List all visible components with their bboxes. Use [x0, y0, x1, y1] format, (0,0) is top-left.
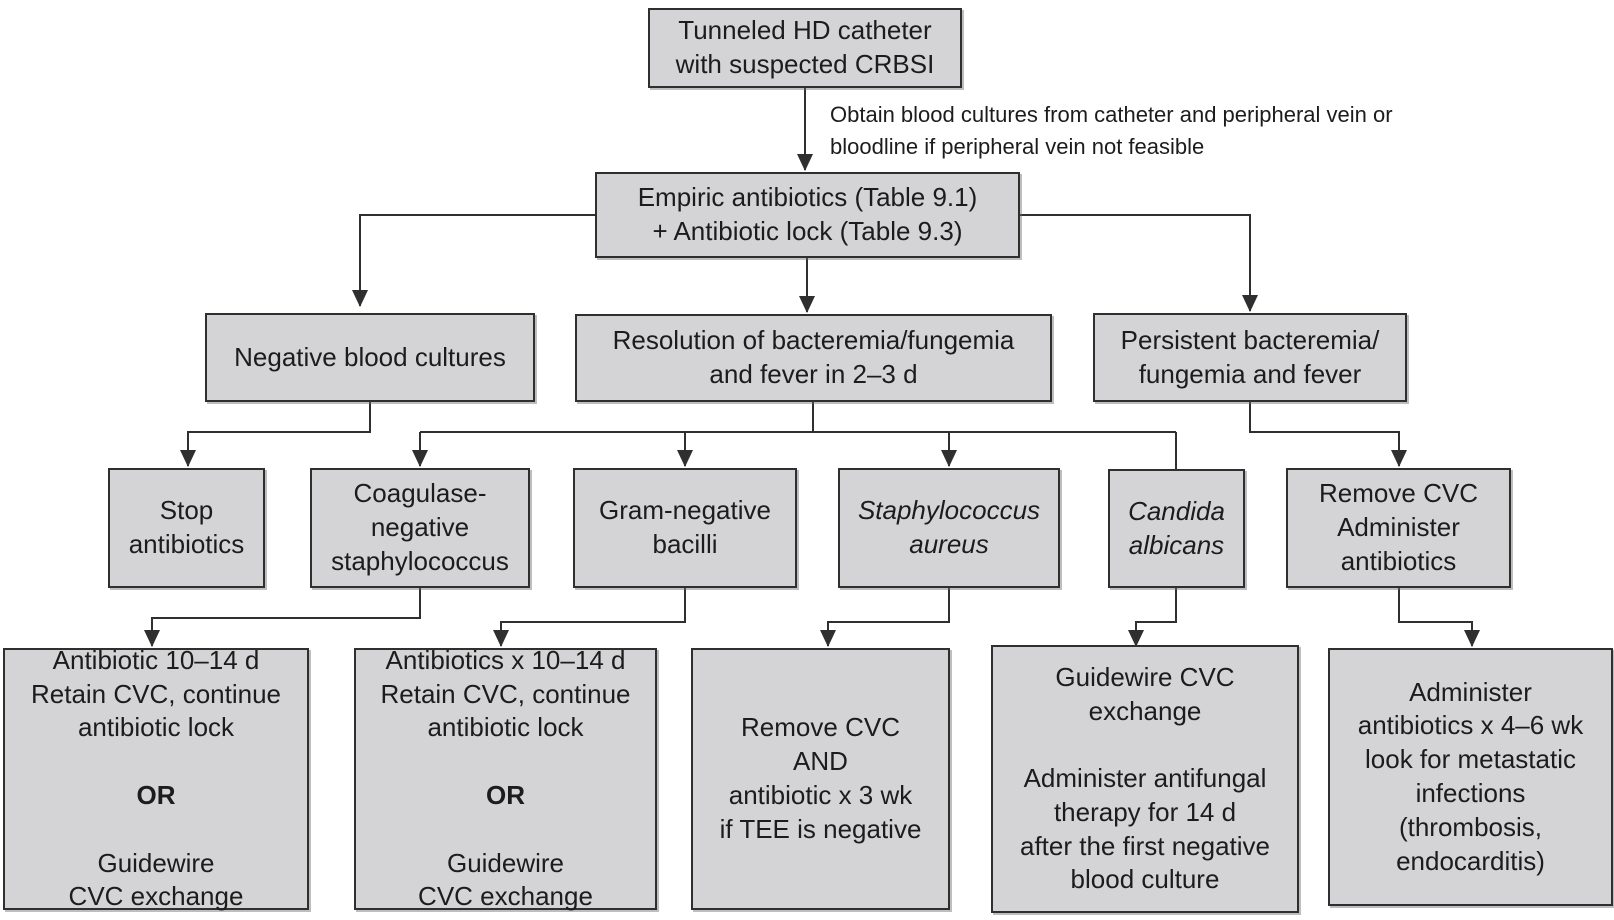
node-staphylococcus-aureus: Staphylococcus aureus [838, 468, 1060, 588]
blood-culture-annotation: Obtain blood cultures from catheter and … [830, 102, 1393, 159]
node-negative-blood-cultures: Negative blood cultures [205, 313, 535, 402]
node-stop-antibiotics: Stop antibiotics [108, 468, 265, 588]
node-remove-cvc: Remove CVC Administer antibiotics [1286, 468, 1511, 588]
outcome2-lines-after: Guidewire CVC exchange [418, 847, 593, 912]
node-negative-label: Negative blood cultures [234, 341, 506, 372]
node-candida-albicans: Candida albicans [1108, 469, 1245, 588]
node-coagulase-negative-staph: Coagulase- negative staphylococcus [310, 468, 530, 588]
node-gram-negative-bacilli: Gram-negative bacilli [573, 468, 797, 588]
edge-persistent-to-removecvc [1249, 402, 1407, 467]
node-outcome-staph-treatment: Remove CVC AND antibiotic x 3 wk if TEE … [691, 648, 950, 910]
node-empiric-antibiotics: Empiric antibiotics (Table 9.1) + Antibi… [595, 172, 1020, 258]
node-persistent-bacteremia: Persistent bacteremia/ fungemia and feve… [1093, 313, 1407, 402]
node-outcome-gram-treatment: Antibiotics x 10–14 d Retain CVC, contin… [354, 645, 657, 911]
edge-empiric-to-negative [352, 214, 595, 307]
node-persistent-label: Persistent bacteremia/ fungemia and feve… [1120, 324, 1380, 389]
node-coag-label: Coagulase- negative staphylococcus [331, 478, 509, 576]
node-outcome5-label: Administer antibiotics x 4–6 wk look for… [1357, 676, 1584, 876]
node-gram-label: Gram-negative bacilli [599, 495, 771, 559]
edge-staph-to-outcome3 [820, 588, 950, 647]
node-stop-label: Stop antibiotics [128, 495, 245, 559]
node-removecvc-label: Remove CVC Administer antibiotics [1319, 478, 1478, 576]
outcome1-or-label: OR [136, 780, 176, 810]
node-resolution-label: Resolution of bacteremia/fungemia and fe… [612, 325, 1015, 389]
node-candida-label: Candida albicans [1128, 495, 1225, 560]
edge-candida-to-outcome4 [1128, 588, 1177, 647]
node-tunneled-hd-catheter: Tunneled HD catheter with suspected CRBS… [648, 8, 962, 88]
edge-empiric-to-persistent [1020, 214, 1258, 312]
node-tunneled-label: Tunneled HD catheter with suspected CRBS… [675, 15, 935, 79]
node-outcome-coag-treatment: Antibiotic 10–14 d Retain CVC, continue … [3, 645, 309, 911]
node-staph-label: Staphylococcus aureus [857, 495, 1041, 559]
outcome2-lines-before: Antibiotics x 10–14 d Retain CVC, contin… [380, 644, 631, 743]
node-resolution-bacteremia: Resolution of bacteremia/fungemia and fe… [575, 314, 1052, 402]
node-outcome3-label: Remove CVC AND antibiotic x 3 wk if TEE … [719, 712, 922, 844]
node-empiric-label: Empiric antibiotics (Table 9.1) + Antibi… [637, 182, 978, 246]
node-outcome4-label: Guidewire CVC exchange Administer antifu… [1019, 661, 1271, 895]
edge-removecvc-to-outcome5 [1398, 588, 1480, 647]
node-outcome-candida-treatment: Guidewire CVC exchange Administer antifu… [991, 645, 1299, 913]
edge-negative-to-stop [180, 402, 371, 467]
node-outcome-persistent-treatment: Administer antibiotics x 4–6 wk look for… [1328, 648, 1613, 906]
outcome1-lines-after: Guidewire CVC exchange [68, 847, 244, 912]
outcome1-lines-before: Antibiotic 10–14 d Retain CVC, continue … [30, 644, 282, 743]
outcome2-or-label: OR [486, 780, 525, 810]
